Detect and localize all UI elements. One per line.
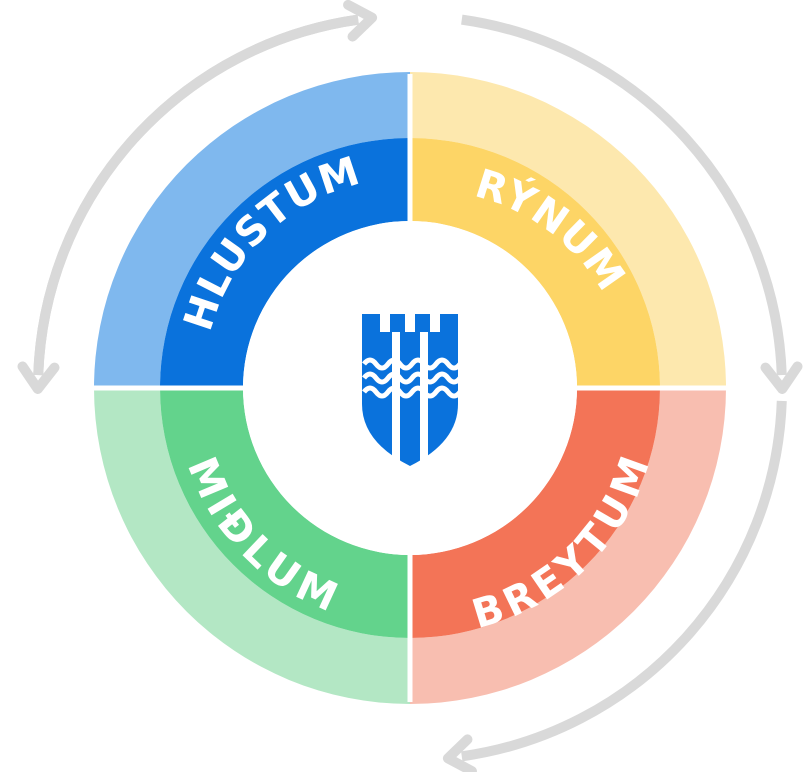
segment-outer-top-left <box>94 72 410 388</box>
circular-arrows-icon <box>17 0 803 772</box>
segment-outer-top-right <box>410 72 726 388</box>
cycle-arrow-arc-1 <box>461 14 787 376</box>
segment-inner-top-right <box>410 138 660 388</box>
cycle-arrow-head-3 <box>442 734 477 772</box>
cycle-arrow-arc-2 <box>33 14 359 376</box>
cycle-arrow-head-2 <box>343 0 378 42</box>
segment-outer-bottom-right <box>410 388 726 704</box>
segment-inner-top-left <box>160 138 410 388</box>
segment-inner-bottom-left <box>160 388 410 638</box>
cycle-arrow-head-1 <box>760 361 803 395</box>
segment-outer-bottom-left <box>94 388 410 704</box>
cycle-arrow-arc-3 <box>461 400 787 762</box>
ring-segments <box>94 72 726 704</box>
segment-inner-bottom-right <box>410 388 660 638</box>
cycle-arrow-head-0 <box>17 361 60 395</box>
coat-of-arms-logo <box>362 314 462 466</box>
